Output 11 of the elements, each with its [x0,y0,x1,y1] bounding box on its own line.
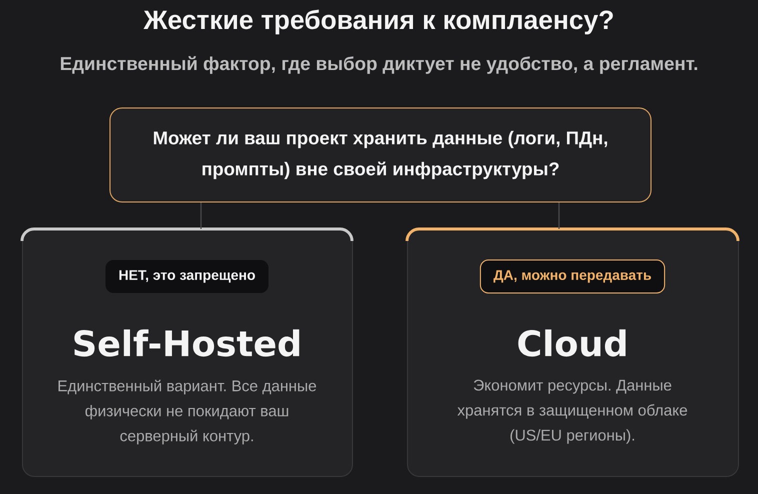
badge: НЕТ, это запрещено [106,260,268,293]
question-box: Может ли ваш проект хранить данные (логи, ПДн, промпты) вне своей инфраструктуры? [110,108,652,202]
title: Жесткие требования к комплаенсу? [144,10,613,34]
card-description: Единственный вариант. Все данные физически не покидают ваш серверный контур. [58,380,316,444]
connector-line [200,202,202,229]
card-title: Cloud [518,329,626,357]
badge: ДА, можно передавать [480,260,666,294]
card-description: Экономит ресурсы. Данные хранятся в защищенном облаке (US/EU регионы). [457,380,688,444]
subtitle: Единственный фактор, где выбор диктует не удобство, а регламент. [60,56,698,74]
connector-line [558,202,560,229]
card-title: Self-Hosted [74,329,300,357]
